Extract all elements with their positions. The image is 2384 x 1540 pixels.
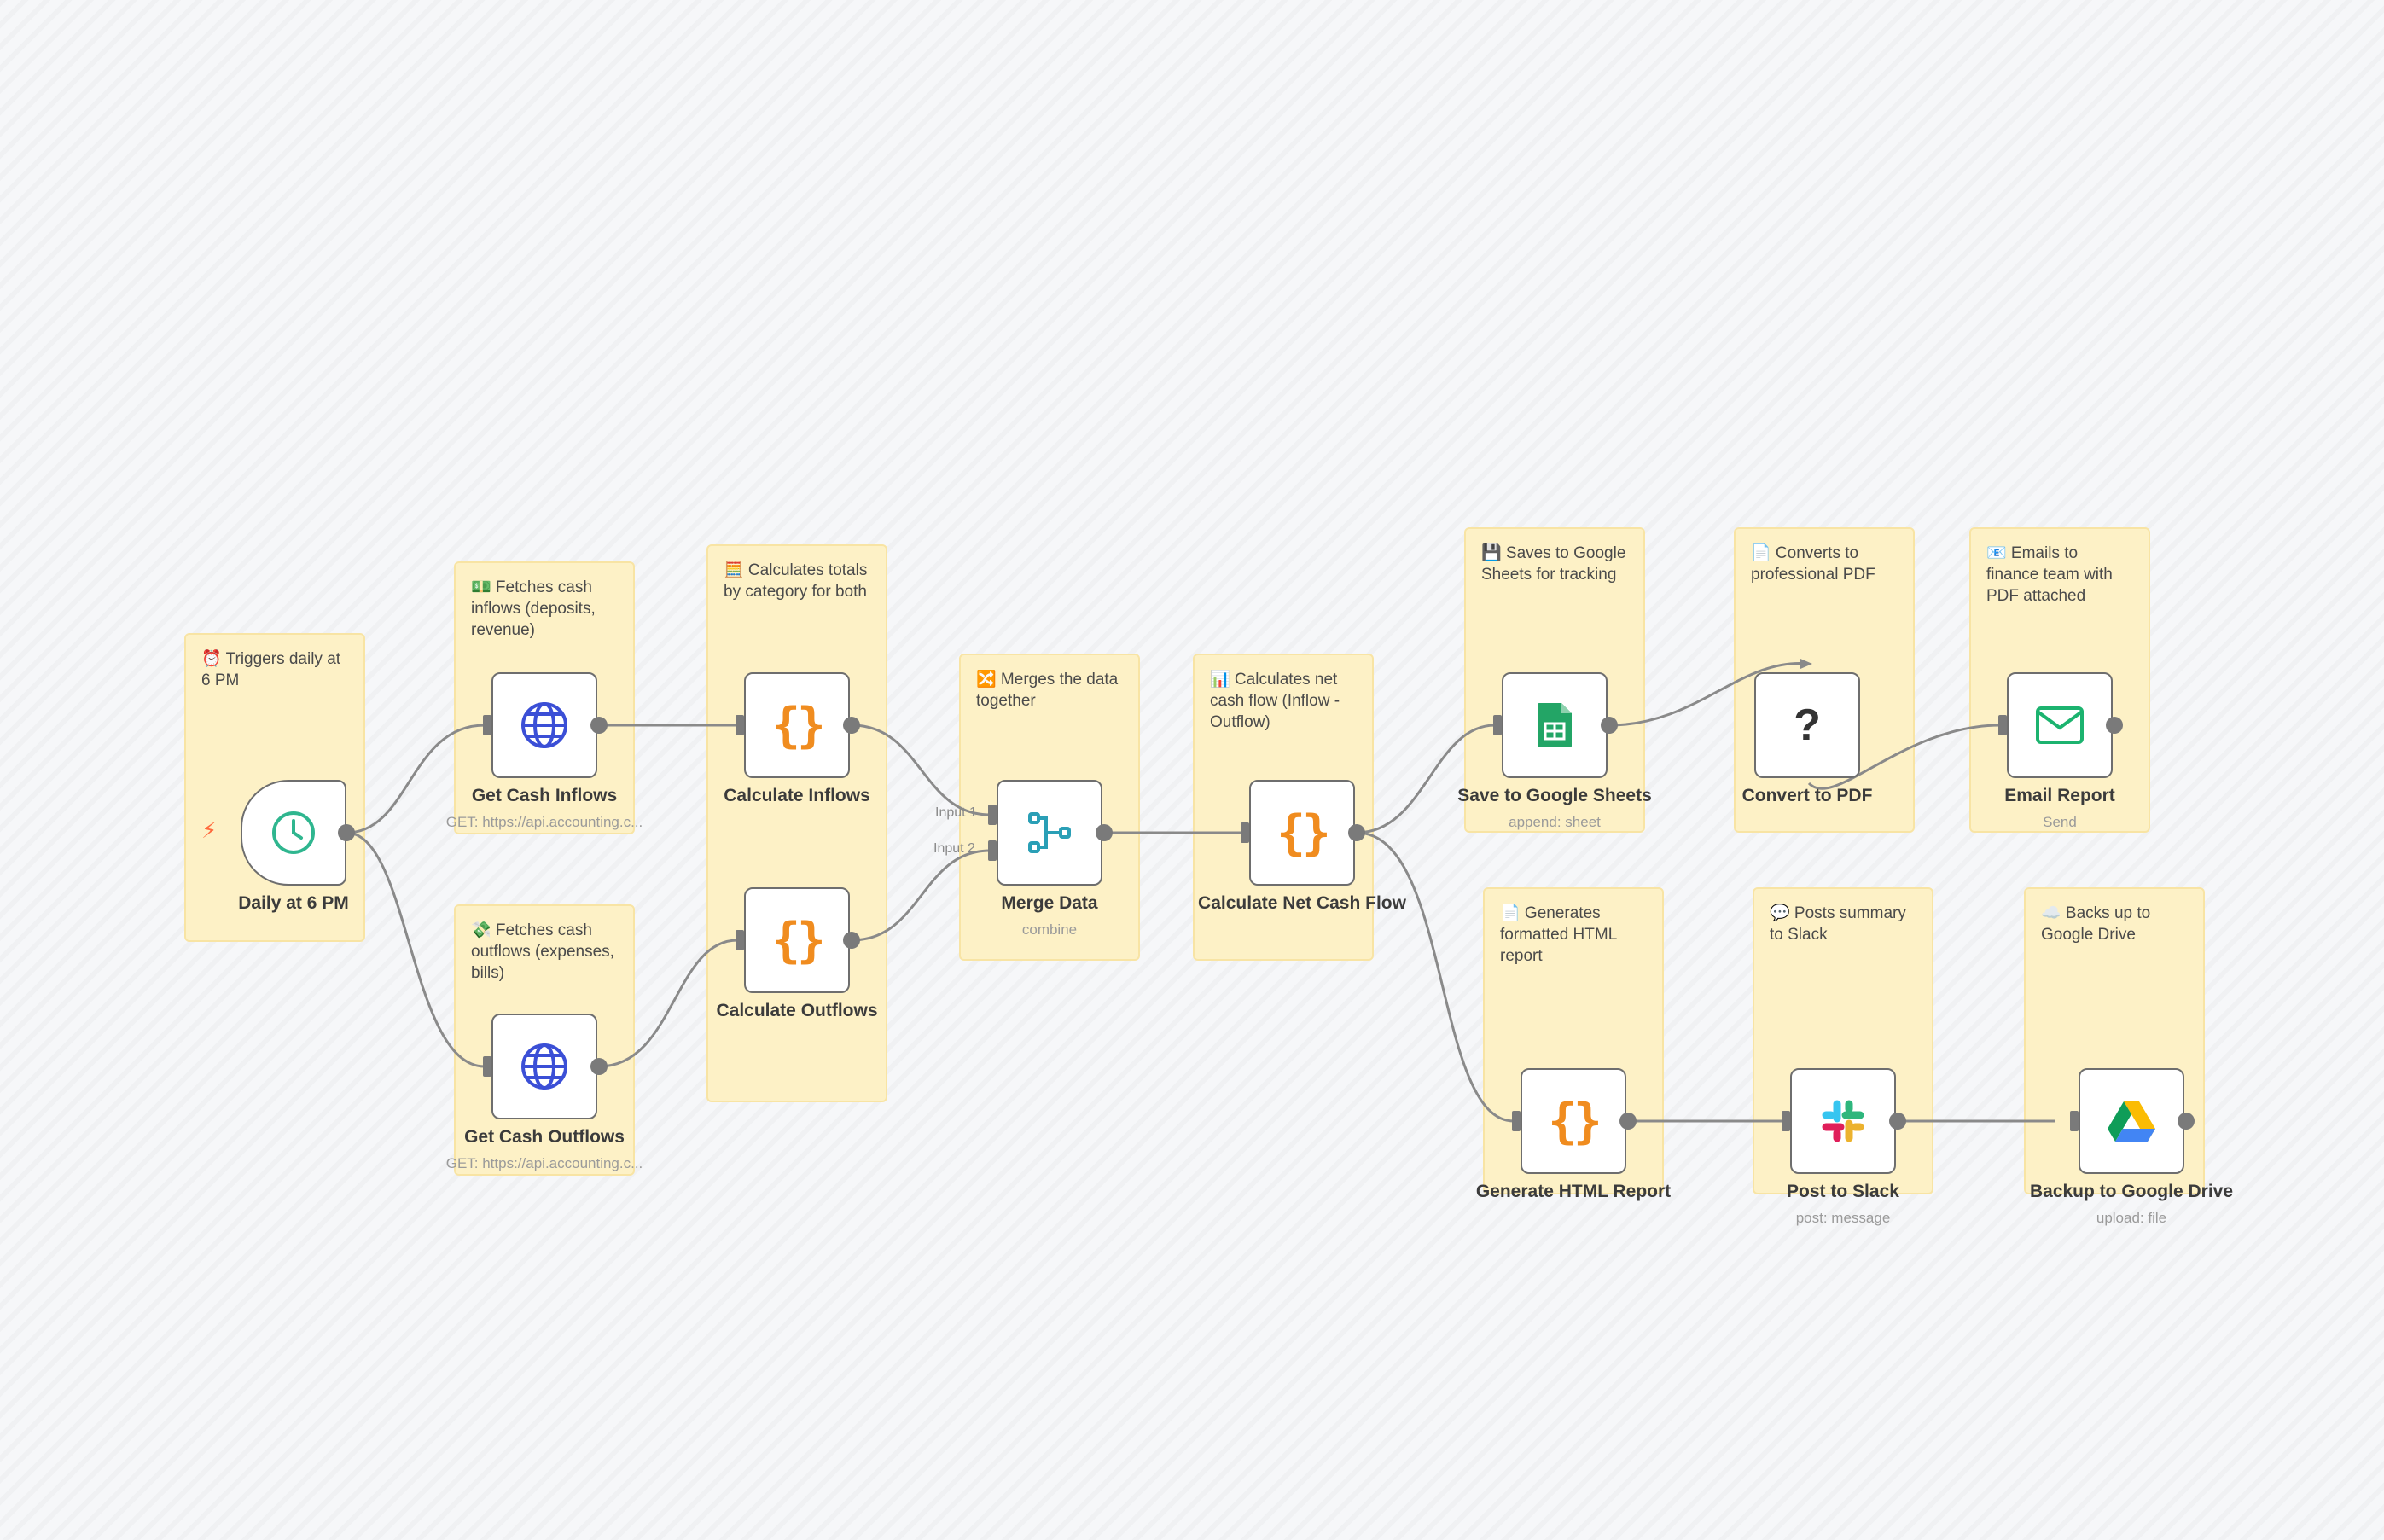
- node-label: Convert to PDF: [1741, 786, 1873, 805]
- sticky-note-text: 📧 Emails to finance team with PDF attach…: [1986, 544, 2113, 605]
- input-port[interactable]: [1512, 1111, 1521, 1131]
- output-port[interactable]: [590, 1058, 608, 1075]
- merge-input-2-label: Input 2: [933, 841, 975, 856]
- connection-net-to-sheets: [1356, 724, 1496, 834]
- connection-daily-to-inflows: [346, 724, 486, 834]
- sticky-note-text: 📊 Calculates net cash flow (Inflow - Out…: [1210, 671, 1340, 731]
- node-label: Post to Slack: [1787, 1182, 1899, 1201]
- node-subtitle: Send: [2043, 814, 2077, 830]
- input-port[interactable]: [483, 715, 491, 735]
- sticky-note-text: ☁️ Backs up to Google Drive: [2041, 904, 2151, 944]
- merge-input-1-label: Input 1: [935, 805, 977, 820]
- input-port[interactable]: [2070, 1111, 2079, 1131]
- node-label: Email Report: [2004, 786, 2115, 805]
- input-port[interactable]: [483, 1056, 491, 1077]
- connection-daily-to-outflows: [346, 831, 486, 1068]
- sticky-note-text: 📄 Generates formatted HTML report: [1500, 904, 1617, 965]
- input-port[interactable]: [1493, 715, 1502, 735]
- code-braces-icon: {}: [771, 697, 825, 753]
- node-label: Generate HTML Report: [1475, 1182, 1672, 1201]
- node-calculate-inflows[interactable]: {}: [744, 672, 850, 778]
- trigger-bolt-icon: ⚡: [201, 817, 218, 843]
- sticky-note-email[interactable]: 📧 Emails to finance team with PDF attach…: [1969, 527, 2150, 833]
- input-port[interactable]: [736, 715, 744, 735]
- sticky-note-text: 🧮 Calculates totals by category for both: [724, 561, 868, 601]
- connection-outflows-to-calc: [598, 939, 738, 1068]
- node-label: Merge Data: [1001, 893, 1098, 913]
- input-port[interactable]: [736, 930, 744, 950]
- output-port[interactable]: [843, 717, 860, 734]
- code-braces-icon: {}: [1276, 805, 1330, 861]
- connection-calc-in-to-merge: [851, 724, 991, 816]
- node-convert-to-pdf[interactable]: ?: [1754, 672, 1860, 778]
- node-subtitle: combine: [1021, 921, 1078, 938]
- slack-icon: [1822, 1100, 1864, 1142]
- output-port[interactable]: [1348, 824, 1365, 841]
- node-label: Daily at 6 PM: [238, 893, 349, 913]
- sticky-note-text: ⏰ Triggers daily at 6 PM: [201, 650, 341, 689]
- sticky-note-text: 💵 Fetches cash inflows (deposits, revenu…: [471, 578, 596, 639]
- sticky-note-totals[interactable]: 🧮 Calculates totals by category for both: [706, 544, 887, 1102]
- node-post-to-slack[interactable]: [1790, 1068, 1896, 1174]
- output-port[interactable]: [1096, 824, 1113, 841]
- node-backup-to-google-drive[interactable]: [2079, 1068, 2184, 1174]
- unknown-node-icon: ?: [1794, 700, 1821, 750]
- output-port[interactable]: [338, 824, 355, 841]
- node-merge-data[interactable]: [997, 780, 1102, 886]
- input-port[interactable]: [988, 805, 997, 825]
- node-calculate-outflows[interactable]: {}: [744, 887, 850, 993]
- node-subtitle: upload: file: [2096, 1210, 2167, 1226]
- node-subtitle: GET: https://api.accounting.c...: [445, 814, 643, 830]
- node-subtitle: GET: https://api.accounting.c...: [445, 1155, 643, 1171]
- output-port[interactable]: [590, 717, 608, 734]
- sticky-note-text: 🔀 Merges the data together: [976, 671, 1119, 710]
- sticky-note-text: 💸 Fetches cash outflows (expenses, bills…: [471, 921, 614, 982]
- node-label: Calculate Net Cash Flow: [1198, 893, 1406, 913]
- sticky-note-text: 💾 Saves to Google Sheets for tracking: [1481, 544, 1626, 584]
- input-port[interactable]: [1241, 822, 1249, 843]
- node-label: Backup to Google Drive: [2029, 1182, 2234, 1201]
- output-port[interactable]: [2106, 717, 2123, 734]
- google-drive-icon: [2108, 1101, 2155, 1142]
- node-subtitle: post: message: [1795, 1210, 1891, 1226]
- node-get-cash-outflows[interactable]: [491, 1014, 597, 1119]
- code-braces-icon: {}: [1548, 1093, 1602, 1149]
- node-label: Calculate Outflows: [716, 1001, 878, 1020]
- connection-sheets-to-pdf: [1608, 661, 1810, 727]
- sticky-note-text: 💬 Posts summary to Slack: [1770, 904, 1906, 944]
- node-label: Save to Google Sheets: [1457, 786, 1652, 805]
- node-label: Get Cash Outflows: [464, 1127, 625, 1147]
- output-port[interactable]: [2178, 1113, 2195, 1130]
- globe-icon: [521, 1043, 567, 1090]
- input-port[interactable]: [1998, 715, 2007, 735]
- connection-net-to-html: [1356, 831, 1515, 1123]
- sticky-note-text: 📄 Converts to professional PDF: [1751, 544, 1875, 584]
- node-daily-at-6pm[interactable]: [241, 780, 346, 886]
- node-subtitle: append: sheet: [1509, 814, 1601, 830]
- node-email-report[interactable]: [2007, 672, 2113, 778]
- sticky-note-outflows[interactable]: 💸 Fetches cash outflows (expenses, bills…: [454, 904, 635, 1176]
- envelope-icon: [2036, 706, 2084, 744]
- output-port[interactable]: [1889, 1113, 1906, 1130]
- node-label: Calculate Inflows: [724, 786, 870, 805]
- input-port[interactable]: [988, 840, 997, 861]
- code-braces-icon: {}: [771, 912, 825, 968]
- input-port[interactable]: [1782, 1111, 1790, 1131]
- output-port[interactable]: [843, 932, 860, 949]
- node-generate-html-report[interactable]: {}: [1521, 1068, 1626, 1174]
- google-sheets-icon: [1538, 703, 1572, 747]
- output-port[interactable]: [1619, 1113, 1637, 1130]
- connection-calc-out-to-merge: [851, 849, 991, 942]
- node-save-to-google-sheets[interactable]: [1502, 672, 1608, 778]
- connection-pdf-to-email: [1807, 724, 2001, 790]
- node-calculate-net-cash-flow[interactable]: {}: [1249, 780, 1355, 886]
- clock-icon: [272, 811, 315, 854]
- globe-icon: [521, 702, 567, 748]
- node-get-cash-inflows[interactable]: [491, 672, 597, 778]
- merge-icon: [1028, 812, 1071, 853]
- node-label: Get Cash Inflows: [471, 786, 618, 805]
- output-port[interactable]: [1601, 717, 1618, 734]
